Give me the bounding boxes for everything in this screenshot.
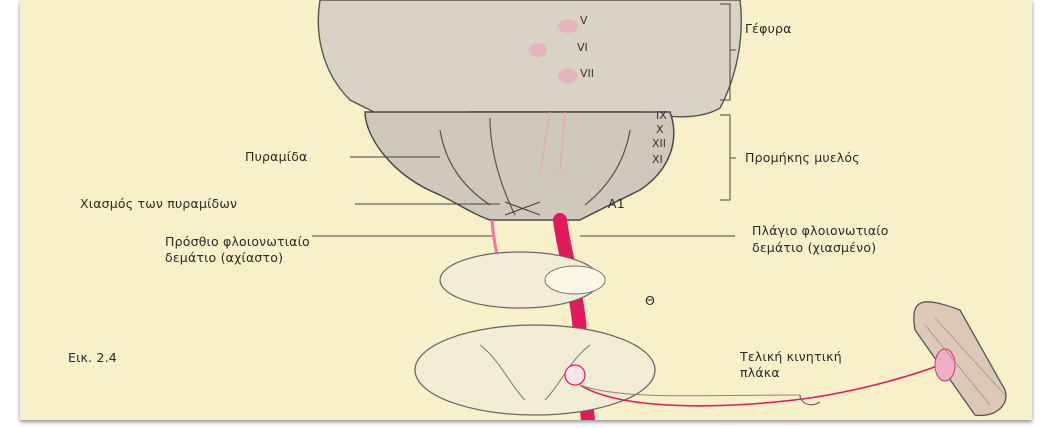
muscle-fiber (914, 302, 1006, 416)
label-promikis: Προμήκης μυελός (745, 150, 860, 166)
nerve-label-ix: IX (656, 110, 667, 122)
label-gefyra: Γέφυρα (745, 21, 792, 37)
nerve-label-xii: XII (652, 138, 666, 150)
label-plagio-1: Πλάγιο φλοιονωτιαίο (752, 223, 889, 239)
label-prosthio-2: δεμάτιο (αχίαστο) (165, 250, 283, 266)
medulla-brace (720, 115, 736, 200)
label-teliki-2: πλάκα (740, 365, 780, 381)
nerve-label-vi: VI (577, 42, 588, 54)
label-theta: Θ (645, 293, 655, 309)
label-plagio-2: δεμάτιο (χιασμένο) (752, 240, 876, 256)
nerve-label-x: X (656, 124, 664, 136)
label-chiasmos: Χιασμός των πυραμίδων (80, 196, 237, 212)
pons-shape (318, 0, 741, 118)
label-pyramida: Πυραμίδα (245, 149, 307, 165)
nerve-label-v: V (580, 15, 588, 27)
anatomy-figure: V VI VII IX X XII XI Γέφυρα Πυραμίδα Προ… (20, 0, 1032, 420)
spinal-section-lower (415, 325, 655, 415)
label-a1: A1 (608, 196, 625, 212)
label-teliki-1: Τελική κινητική (740, 349, 842, 365)
nerve-label-vii: VII (580, 68, 594, 80)
label-prosthio-1: Πρόσθιο φλοιονωτιαίο (165, 234, 310, 250)
figure-caption: Εικ. 2.4 (68, 350, 117, 366)
nerve-label-xi: XI (652, 154, 663, 166)
